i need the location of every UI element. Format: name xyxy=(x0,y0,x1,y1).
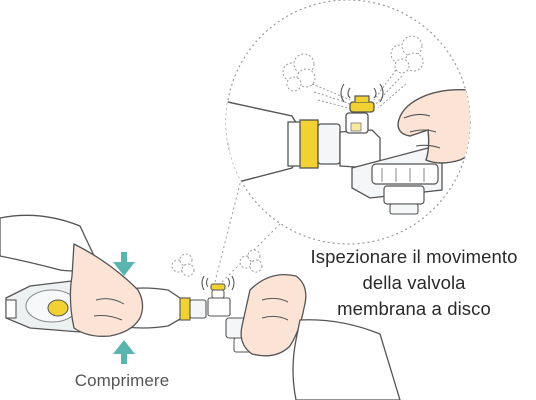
resuscitator-device xyxy=(0,214,401,400)
left-hand xyxy=(69,242,144,337)
zoom-detail-circle xyxy=(225,0,471,245)
squeeze-caption: Comprimere xyxy=(74,371,170,390)
right-sleeve xyxy=(292,319,401,400)
air-puff-right-icon xyxy=(390,35,424,74)
small-vibration-marks-icon xyxy=(201,275,235,291)
inspect-caption-line-3: membrana a disco xyxy=(337,298,491,319)
inspect-valve-caption: Ispezionare il movimento della valvola m… xyxy=(296,244,532,322)
air-puff-left-icon xyxy=(282,53,316,92)
small-air-puffs-icon xyxy=(171,249,263,277)
zoom-leader-lines xyxy=(214,167,283,283)
up-arrow-icon xyxy=(113,340,135,364)
inspect-caption-line-2: della valvola xyxy=(362,272,466,293)
airflow-lines-zoom xyxy=(311,69,407,109)
vibration-marks-icon xyxy=(340,83,384,103)
squeeze-arrows xyxy=(113,252,135,364)
down-arrow-icon xyxy=(113,252,135,276)
inspect-caption-line-1: Ispezionare il movimento xyxy=(310,246,518,267)
